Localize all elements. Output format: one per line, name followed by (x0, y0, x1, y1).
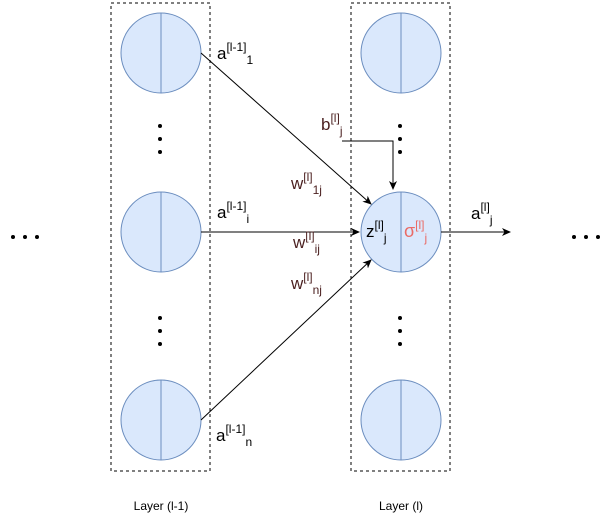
vertical-ellipsis-left-lower (158, 316, 162, 346)
caption-layer-l-minus-1: Layer (l-1) (134, 499, 189, 513)
caption-layer-l: Layer (l) (379, 499, 423, 513)
node-right-bottom (360, 379, 442, 461)
label-weight-ij: w[l]ij (292, 229, 320, 256)
vertical-ellipsis-left-upper (158, 124, 162, 154)
label-bias: b[l]j (321, 111, 342, 138)
edge-a1-to-j (200, 52, 372, 205)
label-a-i: a[l-1]i (217, 199, 249, 226)
node-left-i (120, 191, 202, 273)
node-right-top (360, 12, 442, 94)
label-weight-1j: w[l]1j (290, 170, 322, 197)
label-weight-nj: w[l]nj (290, 270, 322, 297)
edge-an-to-j (200, 259, 372, 421)
layer-l-minus-1-box (110, 2, 211, 472)
label-a-n: a[l-1]n (216, 422, 252, 449)
layer-l-box (350, 2, 451, 472)
horizontal-ellipsis-right (572, 235, 600, 239)
label-a-out: a[l]j (471, 200, 492, 227)
label-a-1: a[l-1]1 (217, 40, 253, 67)
label-z: z[l]j (366, 218, 387, 245)
label-sigma: σ[l]j (404, 218, 427, 245)
node-left-1 (120, 12, 202, 94)
edge-bias-to-j (342, 140, 397, 190)
horizontal-ellipsis-left (11, 235, 39, 239)
vertical-ellipsis-right-upper (398, 124, 402, 154)
vertical-ellipsis-right-lower (398, 316, 402, 346)
node-left-n (120, 379, 202, 461)
